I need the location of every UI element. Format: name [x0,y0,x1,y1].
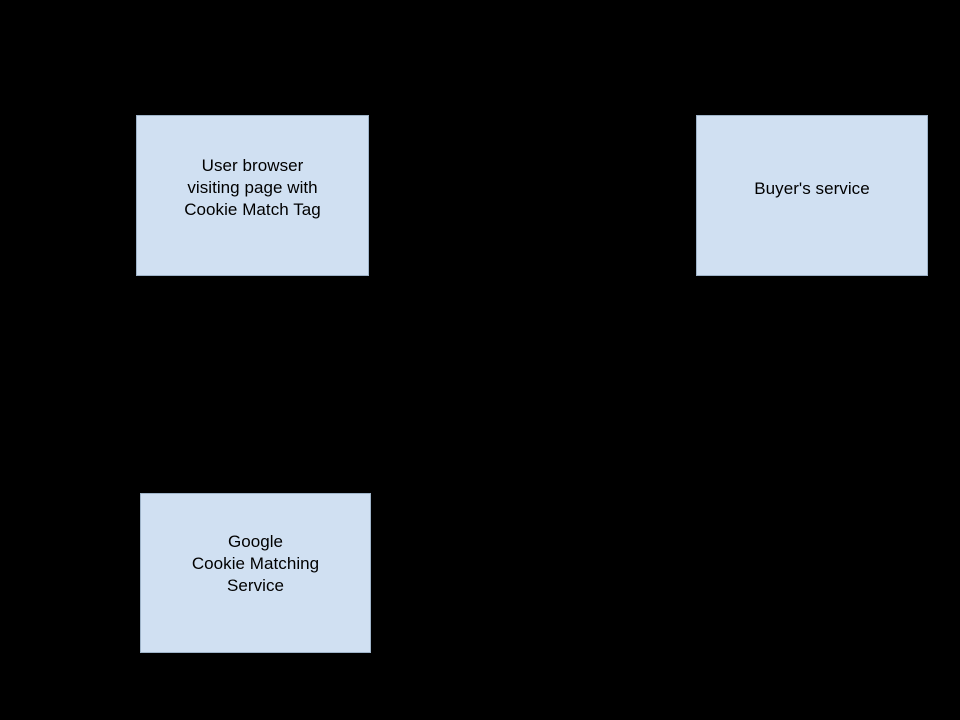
diagram-node-google-cookie-matching[interactable]: Google Cookie Matching Service [140,493,371,653]
diagram-node-google-cookie-matching-label: Google Cookie Matching Service [191,532,320,595]
diagram-node-user-browser-label: User browser visiting page with Cookie M… [184,155,321,219]
diagram-node-user-browser[interactable]: User browser visiting page with Cookie M… [136,115,369,276]
diagram-node-buyers-service-label: Buyer's service [754,178,870,198]
diagram-node-buyers-service[interactable]: Buyer's service [696,115,928,276]
